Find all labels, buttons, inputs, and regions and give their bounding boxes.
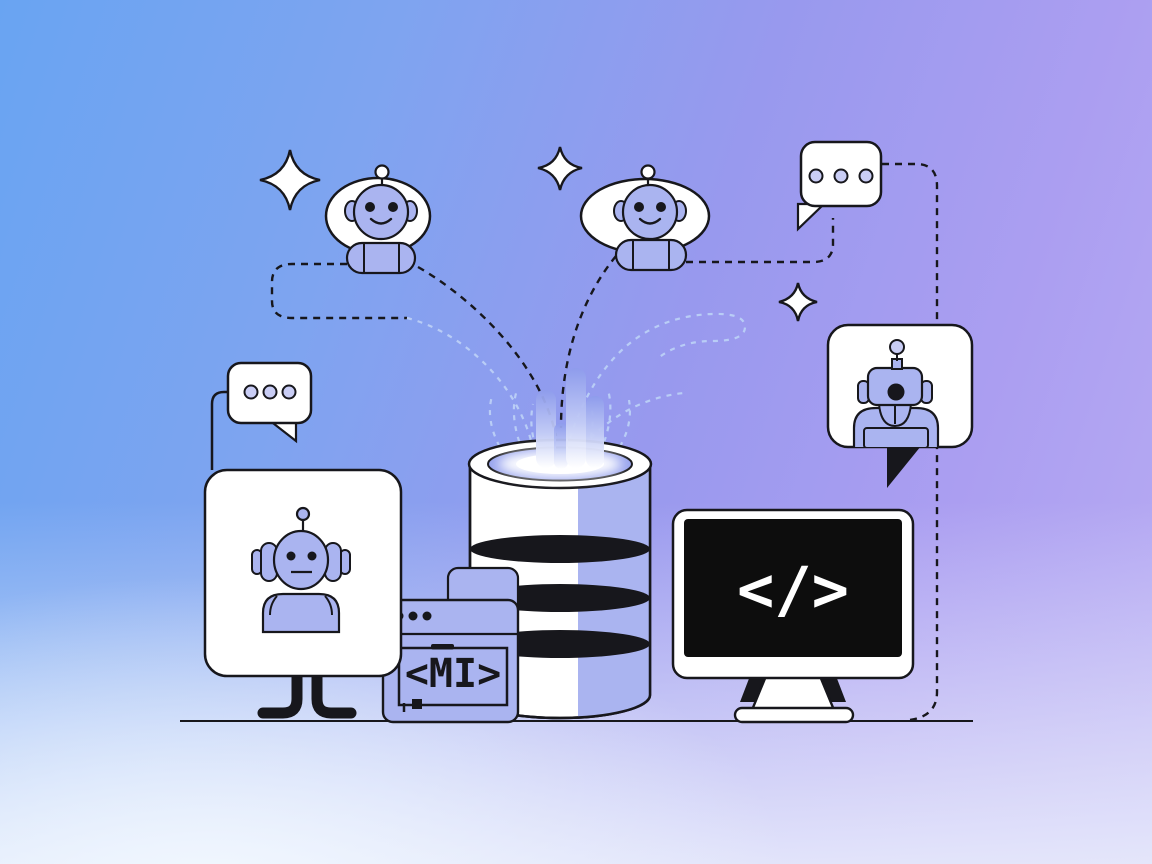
speech-bubble-left [210,361,313,470]
robot-head [272,529,330,591]
code-window-label: <MI> [405,651,501,697]
monitor-base [733,706,855,724]
robot-torso [614,238,688,272]
speech-bubble-top-right [796,140,883,232]
card-legs [257,664,357,719]
light-curve-hook [568,312,747,439]
robot-face [621,183,679,241]
robot-card-left [203,468,403,719]
light-curve-left [406,316,534,445]
spray-1 [512,389,525,453]
robot-eye [634,202,644,212]
code-overline [431,644,454,650]
light-beams [536,368,604,469]
flow-line-robot2-to-bubble [686,218,835,264]
robot-avatar-icon [251,506,351,634]
sparkles [259,146,818,322]
spray-2 [488,395,506,457]
sparkle-icon [537,146,583,191]
flow-line-robot2-to-db [559,255,617,429]
antenna-ball [374,164,390,180]
sparkle-icon [778,282,818,322]
robot-torso [345,241,417,275]
robot-smile [638,217,662,225]
robot-eye [656,202,666,212]
bubble-tail [796,202,827,232]
antenna-ball [640,164,656,180]
robot-smile [369,217,393,225]
robot-face [352,183,410,241]
spray-3 [598,389,612,453]
ellipsis-icon [243,384,297,400]
arm-seam [269,595,278,616]
antenna-ball [295,506,311,522]
flow-line-robot1-loop [270,262,407,320]
robot-chest [863,427,929,447]
robot-eye [286,551,296,561]
robot-torso [261,592,341,634]
arm-seam [324,595,333,616]
robot-eye [388,202,398,212]
code-window: <MI> [381,566,520,724]
antenna-ball [889,339,905,355]
monitor-stand [750,674,836,712]
flow-line-bubble-to-ground [882,162,939,722]
flow-line-robot1-to-db [417,265,558,437]
panel-detail [412,699,422,709]
robot-eye [887,383,905,401]
code-monitor: </> [671,508,915,724]
bubble-connector [210,390,228,470]
monitor-screen [684,519,902,657]
robot-eye [365,202,375,212]
robot-eye [307,551,317,561]
ellipsis-icon [808,168,874,184]
chatbot-top-left [324,164,432,275]
card-tail [887,446,921,488]
robot-avatar-icon [852,339,940,447]
sparkle-icon [259,149,321,211]
code-tag-icon: </> [737,553,849,626]
robot-card-right [826,323,974,488]
chatbot-top-center [579,164,711,272]
